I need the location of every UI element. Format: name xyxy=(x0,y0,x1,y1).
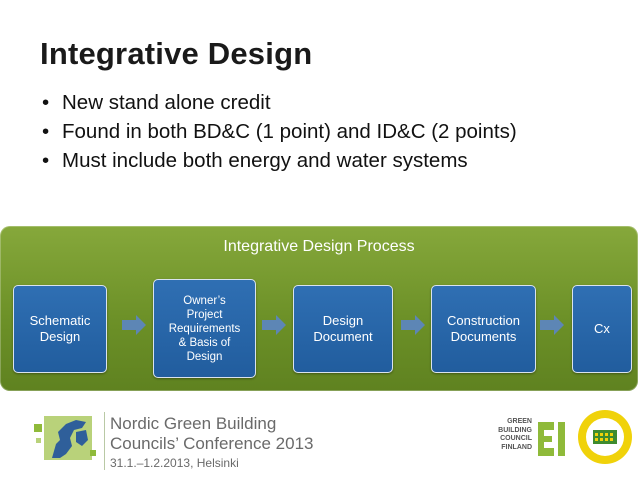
bullet-item: •Must include both energy and water syst… xyxy=(42,149,468,172)
conference-name-line2: Councils’ Conference 2013 xyxy=(110,434,314,453)
process-step-cx: Cx xyxy=(572,285,632,373)
bullet-item: •Found in both BD&C (1 point) and ID&C (… xyxy=(42,120,517,143)
nordic-map-logo xyxy=(34,416,96,460)
bullet-list: •New stand alone credit •Found in both B… xyxy=(42,88,517,175)
slide-title: Integrative Design xyxy=(40,36,313,71)
conference-name-line1: Nordic Green Building xyxy=(110,414,277,433)
process-title: Integrative Design Process xyxy=(223,238,415,255)
sweden-gbc-seal-logo xyxy=(578,410,632,464)
bullet-item: •New stand alone credit xyxy=(42,91,271,114)
arrow-right-icon xyxy=(262,315,286,335)
process-step-owners-project-requirements: Owner’s Project Requirements & Basis of … xyxy=(153,279,256,378)
arrow-right-icon xyxy=(122,315,146,335)
gbc-finland-logo-icon xyxy=(538,422,565,456)
footer xyxy=(0,402,638,479)
gbc-finland-logo-text: GREEN BUILDING COUNCIL FINLAND xyxy=(498,418,532,451)
arrow-right-icon xyxy=(540,315,564,335)
footer-divider xyxy=(104,412,105,470)
conference-dates: 31.1.–1.2.2013, Helsinki xyxy=(110,456,239,470)
arrow-right-icon xyxy=(401,315,425,335)
